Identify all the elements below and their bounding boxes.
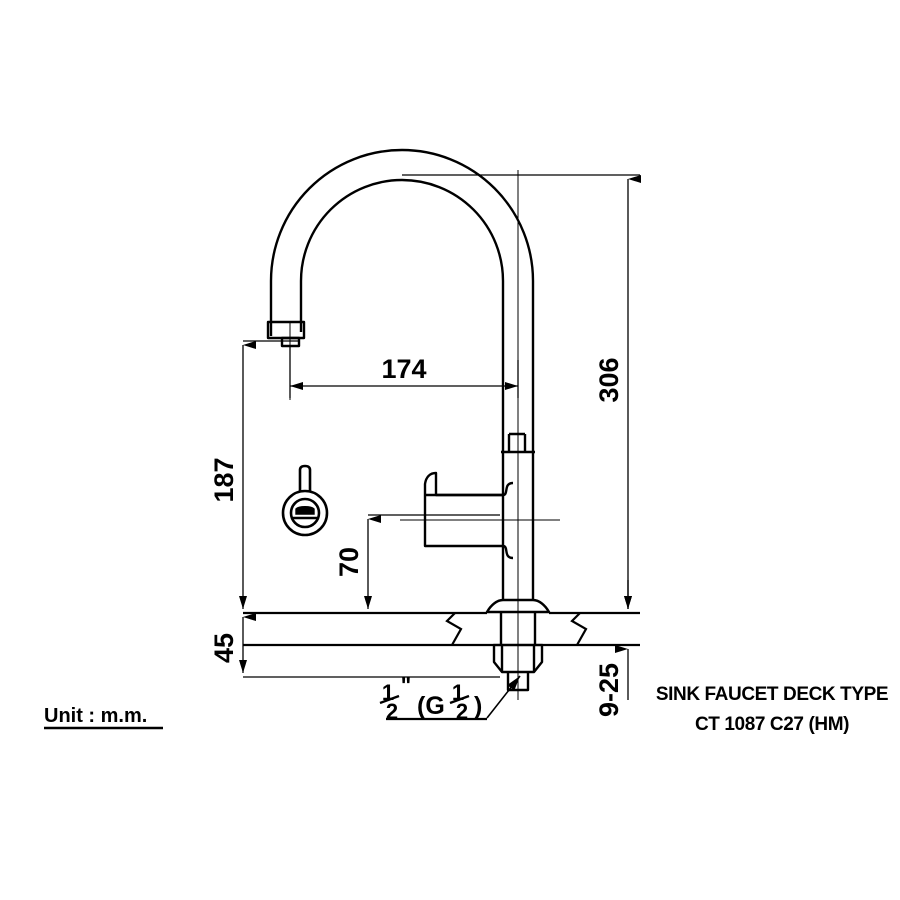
title-block: SINK FAUCET DECK TYPE CT 1087 C27 (HM) xyxy=(656,684,889,735)
thread-frac1-denominator: 2 xyxy=(386,699,398,724)
thread-spec-leader xyxy=(386,675,521,721)
thread-inch-mark: " xyxy=(401,673,411,698)
handle-lever-body xyxy=(423,495,503,548)
product-name-text: SINK FAUCET DECK TYPE xyxy=(656,684,888,705)
dimension-handle-height xyxy=(364,514,500,609)
thread-close-paren: ) xyxy=(474,692,482,720)
handle-front-lever-mark xyxy=(295,506,315,515)
handle-front-stem xyxy=(298,464,312,492)
deck-break-symbol-right xyxy=(570,612,588,646)
thread-frac1-bar xyxy=(379,694,400,705)
model-code-text: CT 1087 C27 (HM) xyxy=(695,714,849,735)
deck-collar xyxy=(499,612,537,645)
spout-outlet-cap xyxy=(266,320,306,340)
handle-hub-upper xyxy=(502,481,514,497)
deck-break-symbol-left xyxy=(445,612,463,646)
body-collar-step xyxy=(507,432,527,452)
handle-front-inner-ring xyxy=(289,497,321,529)
deck-countertop xyxy=(243,611,640,647)
dimension-label-70: 70 xyxy=(334,547,364,577)
dimension-shank-length xyxy=(239,613,500,678)
handle-front-outer-ring xyxy=(281,489,329,537)
unit-note: Unit : m.m. xyxy=(44,705,163,730)
thread-frac2-denominator: 2 xyxy=(456,699,468,724)
handle-hub-lower xyxy=(502,544,514,560)
thread-spec-label: 1 2 " (G 1 2 ) xyxy=(379,673,482,724)
faucet-side-elevation xyxy=(266,148,551,692)
handle-lever xyxy=(423,471,503,497)
handle-front-view xyxy=(281,464,329,537)
dimension-label-174: 174 xyxy=(381,354,426,384)
gooseneck-inner-wall xyxy=(299,178,505,452)
dimension-label-306: 306 xyxy=(594,357,624,402)
dimension-spout-height xyxy=(239,340,300,609)
unit-note-text: Unit : m.m. xyxy=(44,705,147,727)
dimension-label-187: 187 xyxy=(209,457,239,502)
thread-leader-line xyxy=(486,675,521,719)
spout-aerator xyxy=(280,336,301,348)
thread-frac2-bar xyxy=(449,694,470,705)
thread-open-paren-g: (G xyxy=(417,692,445,720)
dimension-overall-height xyxy=(402,174,641,609)
dimension-label-9-25: 9-25 xyxy=(594,663,624,717)
dimension-spout-reach xyxy=(289,346,519,398)
dimension-label-45: 45 xyxy=(209,633,239,663)
gooseneck-outer-left-wall xyxy=(269,148,535,452)
